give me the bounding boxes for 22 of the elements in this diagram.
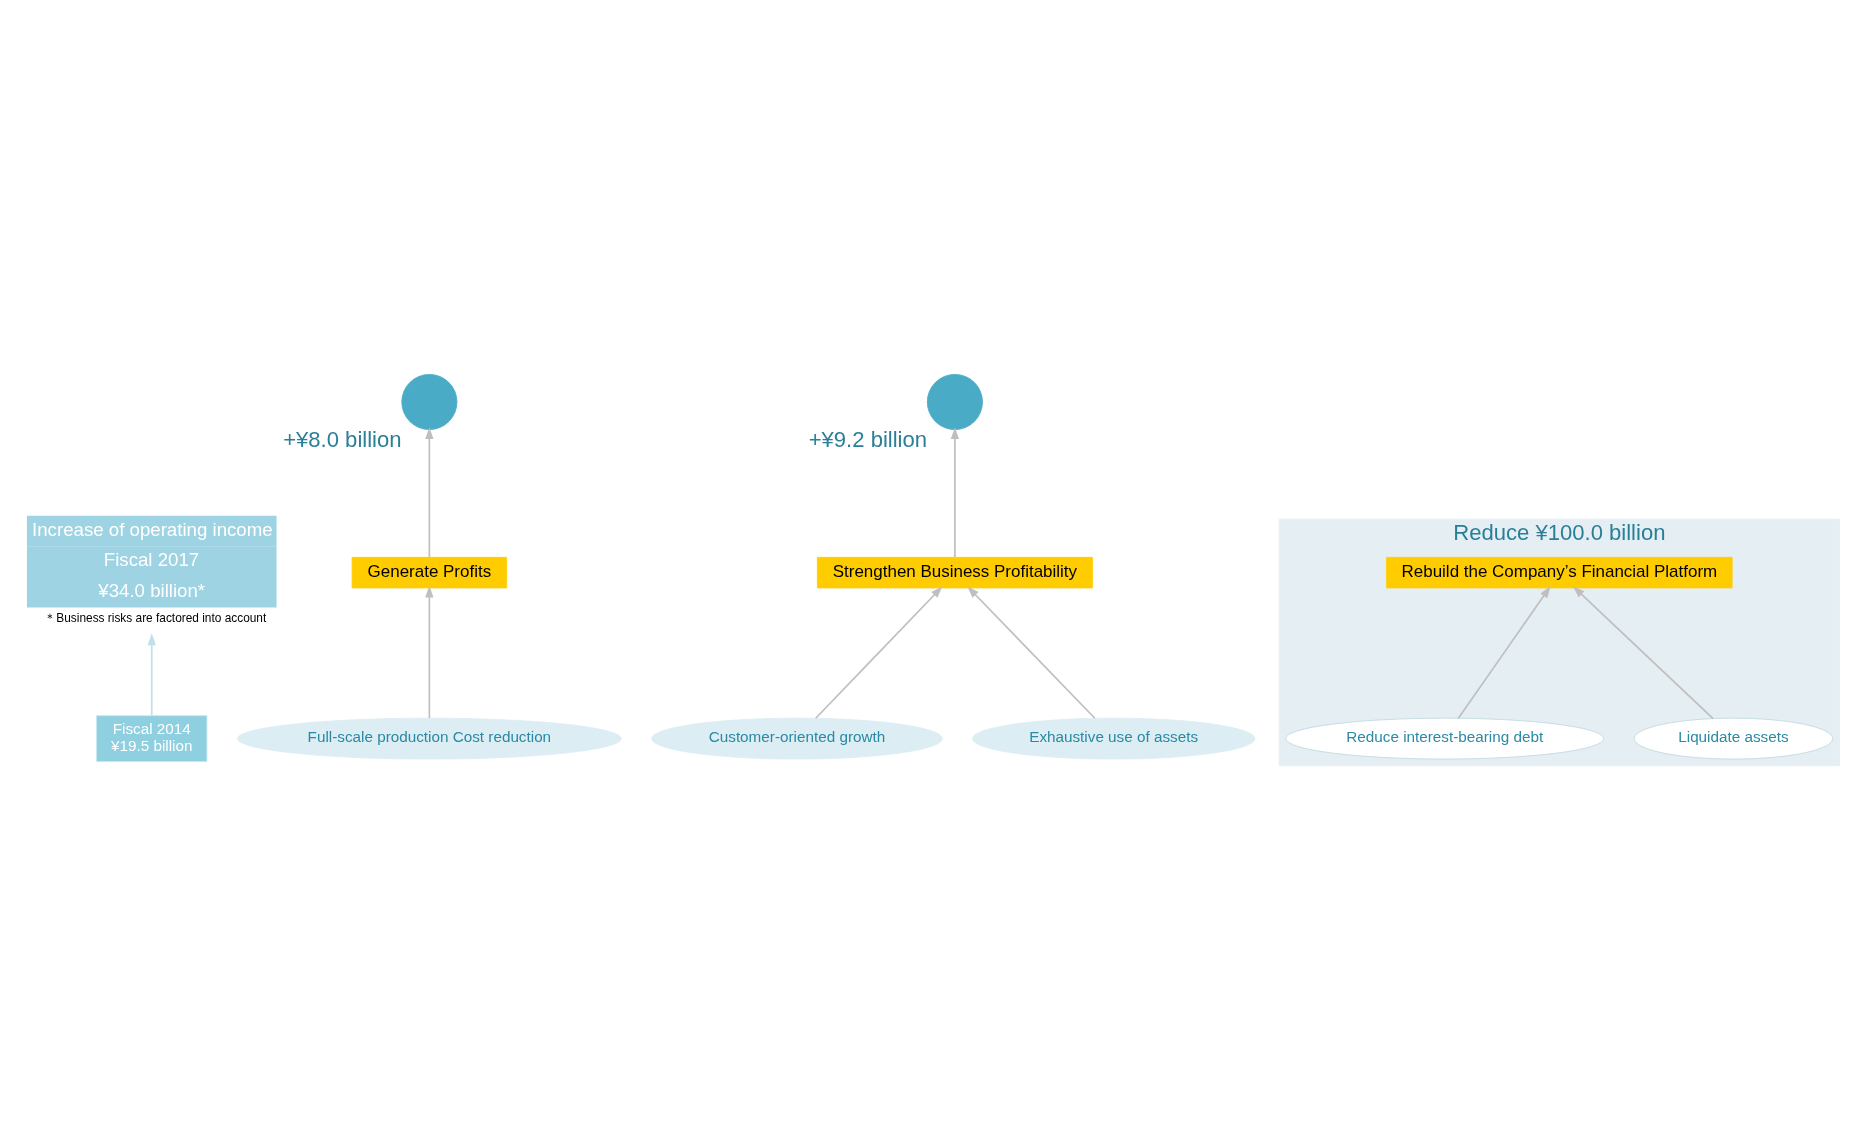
node-circle [926,373,983,430]
node-ellipse: Exhaustive use of assets [972,717,1256,759]
node-ellipse: Customer-oriented growth [651,717,943,759]
arrow [967,585,1096,719]
node-label: +¥8.0 billion [283,426,402,452]
arrow [425,426,434,558]
node-box: Strengthen Business Profitability [816,556,1093,588]
node-box: Fiscal 2014 ¥19.5 billion [96,714,208,762]
arrow [814,585,943,719]
node-label: ＊Business risks are factored into account [44,610,267,625]
arrow [1572,585,1714,719]
node-box: Rebuild the Company’s Financial Platform [1386,556,1733,588]
arrow [147,632,156,716]
arrow [425,584,434,719]
node-box: Generate Profits [351,556,508,588]
node-ellipse: Liquidate assets [1633,717,1834,759]
node-label: +¥9.2 billion [808,426,928,452]
arrow [1457,585,1551,719]
node-ellipse: Reduce interest-bearing debt [1285,717,1605,759]
node-ellipse: Full-scale production Cost reduction [237,717,622,759]
arrow [950,426,960,558]
node-circle [401,373,458,430]
